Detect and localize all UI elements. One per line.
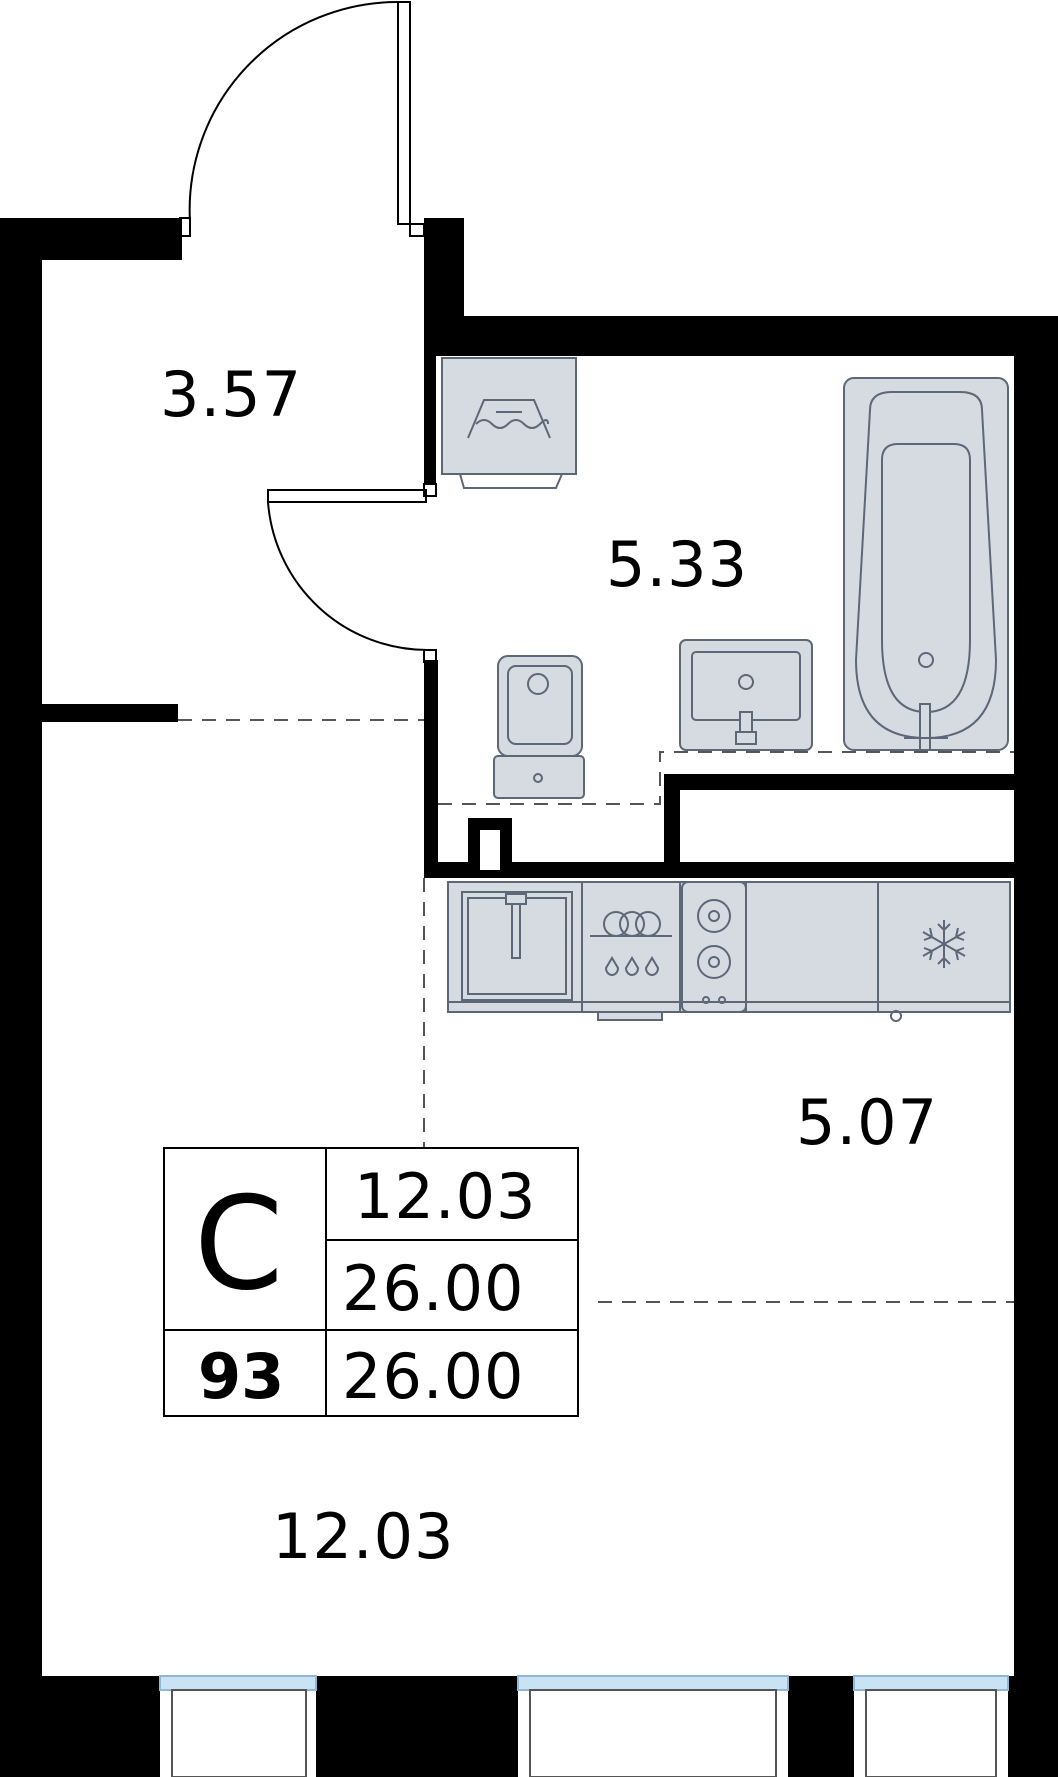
zone-line-bath: [438, 751, 1014, 805]
windows: [159, 1675, 1009, 1777]
summary-table: С 12.03 26.00 93 26.00: [163, 1147, 579, 1417]
kitchen-sink-icon: [461, 891, 573, 1001]
wall-hall-partition: [42, 704, 178, 722]
wall-right: [1014, 316, 1058, 1690]
wall-shaft-top: [664, 774, 1014, 790]
window-2: [517, 1675, 789, 1691]
wall-bath-top: [424, 316, 1058, 356]
entry-door-leaf: [397, 1, 411, 225]
window-3: [853, 1675, 1009, 1691]
wall-left: [0, 218, 42, 1690]
summary-total-area: 26.00: [342, 1252, 525, 1325]
wall-hall-top: [0, 218, 182, 260]
bath-door-leaf: [267, 489, 427, 503]
dishwasher-icon: [581, 881, 681, 1021]
summary-total-area-alt: 26.00: [342, 1340, 525, 1413]
doors: [179, 0, 437, 663]
wall-entry-right: [424, 218, 464, 316]
riser-inner: [480, 830, 500, 870]
entry-door-swing: [188, 0, 399, 223]
wall-bottom-3: [788, 1676, 854, 1777]
bathroom-area-label: 5.33: [606, 528, 748, 601]
entry-door-jamb-right: [409, 223, 425, 237]
apartment-type-letter: С: [194, 1170, 283, 1319]
window-3-frame: [865, 1689, 997, 1777]
toilet-icon: [493, 655, 585, 799]
walls: [0, 218, 1058, 1777]
apartment-number: 93: [198, 1340, 284, 1413]
wall-bath-bottom: [424, 862, 1014, 878]
wall-bath-left-upper: [424, 316, 436, 484]
bath-door-jamb-bottom: [423, 649, 437, 663]
washing-machine-icon: [441, 357, 577, 489]
wall-bottom-1: [0, 1676, 160, 1777]
window-1-frame: [171, 1689, 307, 1777]
snowflake-icon: [877, 881, 1011, 1022]
sink-icon: [679, 639, 813, 751]
kitchen-area-label: 5.07: [796, 1086, 938, 1159]
wall-bottom-4: [1008, 1676, 1058, 1777]
window-2-frame: [529, 1689, 777, 1777]
zone-lines: [178, 719, 1014, 1303]
hall-area-label: 3.57: [160, 358, 302, 431]
wall-bottom-2: [316, 1676, 518, 1777]
kitchen-counter: [447, 881, 1011, 1013]
entry-door-jamb-left: [179, 217, 191, 237]
wall-bath-left-lower: [424, 660, 438, 878]
bath-door-jamb-top: [423, 483, 437, 497]
wall-shaft-left: [664, 774, 680, 878]
bathtub-icon: [843, 377, 1009, 751]
window-1: [159, 1675, 317, 1691]
living-area-label: 12.03: [272, 1500, 455, 1573]
summary-living-area: 12.03: [354, 1160, 537, 1233]
bath-door-swing: [267, 501, 429, 652]
